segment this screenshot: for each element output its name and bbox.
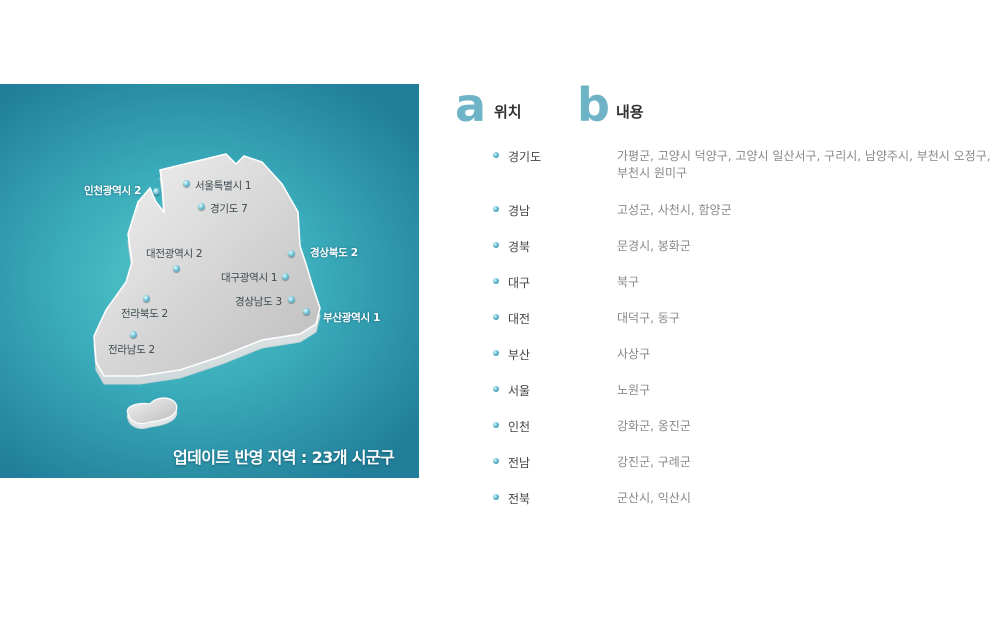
row-content: 강화군, 옹진군 (617, 419, 691, 433)
region-label-jeonnam: 전라남도 2 (108, 344, 155, 356)
bullet-icon (493, 458, 499, 464)
row-content: 대덕구, 동구 (617, 311, 680, 325)
bullet-icon (493, 152, 499, 158)
pin-gyeongbuk[interactable] (288, 250, 295, 257)
row-location: 부산 (508, 348, 531, 362)
row-location: 대전 (508, 312, 531, 326)
row-content: 고성군, 사천시, 함양군 (617, 203, 732, 217)
row-location: 경기도 (508, 150, 542, 164)
bullet-icon (493, 494, 499, 500)
row-location: 인천 (508, 420, 531, 434)
row-location: 서울 (508, 384, 531, 398)
pin-jeonbuk[interactable] (143, 295, 150, 302)
header-location-title: 위치 (494, 103, 522, 121)
row-content: 사상구 (617, 347, 651, 361)
jeju-island-top (126, 397, 178, 425)
region-label-gyeonggi: 경기도 7 (210, 203, 248, 215)
region-label-incheon: 인천광역시 2 (84, 185, 142, 197)
row-location: 경남 (508, 204, 531, 218)
pin-seoul[interactable] (183, 180, 190, 187)
map-caption: 업데이트 반영 지역 : 23개 시군구 (173, 448, 395, 467)
header-b-icon: b (577, 78, 610, 132)
region-label-gyeongnam: 경상남도 3 (235, 296, 282, 308)
region-label-daegu: 대구광역시 1 (221, 272, 278, 284)
pin-gyeonggi[interactable] (198, 203, 205, 210)
row-content: 문경시, 봉화군 (617, 239, 691, 253)
region-label-gyeongbuk: 경상북도 2 (310, 247, 358, 259)
row-content: 노원구 (617, 383, 651, 397)
pin-busan[interactable] (303, 308, 310, 315)
header-a-icon: a (455, 78, 487, 132)
bullet-icon (493, 350, 499, 356)
row-location: 경북 (508, 240, 531, 254)
pin-incheon[interactable] (153, 188, 160, 195)
region-label-seoul: 서울특별시 1 (195, 180, 252, 192)
region-label-jeonbuk: 전라북도 2 (121, 308, 168, 320)
bullet-icon (493, 278, 499, 284)
pin-daegu[interactable] (282, 273, 289, 280)
row-location: 전남 (508, 456, 531, 470)
row-content: 가평군, 고양시 덕양구, 고양시 일산서구, 구리시, 남양주시, 부천시 오… (617, 149, 991, 180)
pin-gyeongnam[interactable] (288, 296, 295, 303)
row-location: 전북 (508, 492, 531, 506)
row-location: 대구 (508, 276, 531, 290)
header-content-title: 내용 (616, 103, 644, 121)
korea-map-graphic (93, 153, 321, 430)
row-content: 북구 (617, 275, 640, 289)
pin-jeonnam[interactable] (130, 331, 137, 338)
bullet-icon (493, 242, 499, 248)
region-label-daejeon: 대전광역시 2 (146, 248, 203, 260)
bullet-icon (493, 422, 499, 428)
mainland-top (93, 153, 321, 377)
update-region-map: 인천광역시 2 서울특별시 1 경기도 7 대전광역시 2 경상북도 2 대구광… (0, 84, 419, 478)
bullet-icon (493, 386, 499, 392)
row-content: 군산시, 익산시 (617, 491, 691, 505)
region-label-busan: 부산광역시 1 (323, 312, 381, 324)
row-content: 강진군, 구례군 (617, 455, 691, 469)
bullet-icon (493, 314, 499, 320)
bullet-icon (493, 206, 499, 212)
pin-daejeon[interactable] (173, 265, 180, 272)
